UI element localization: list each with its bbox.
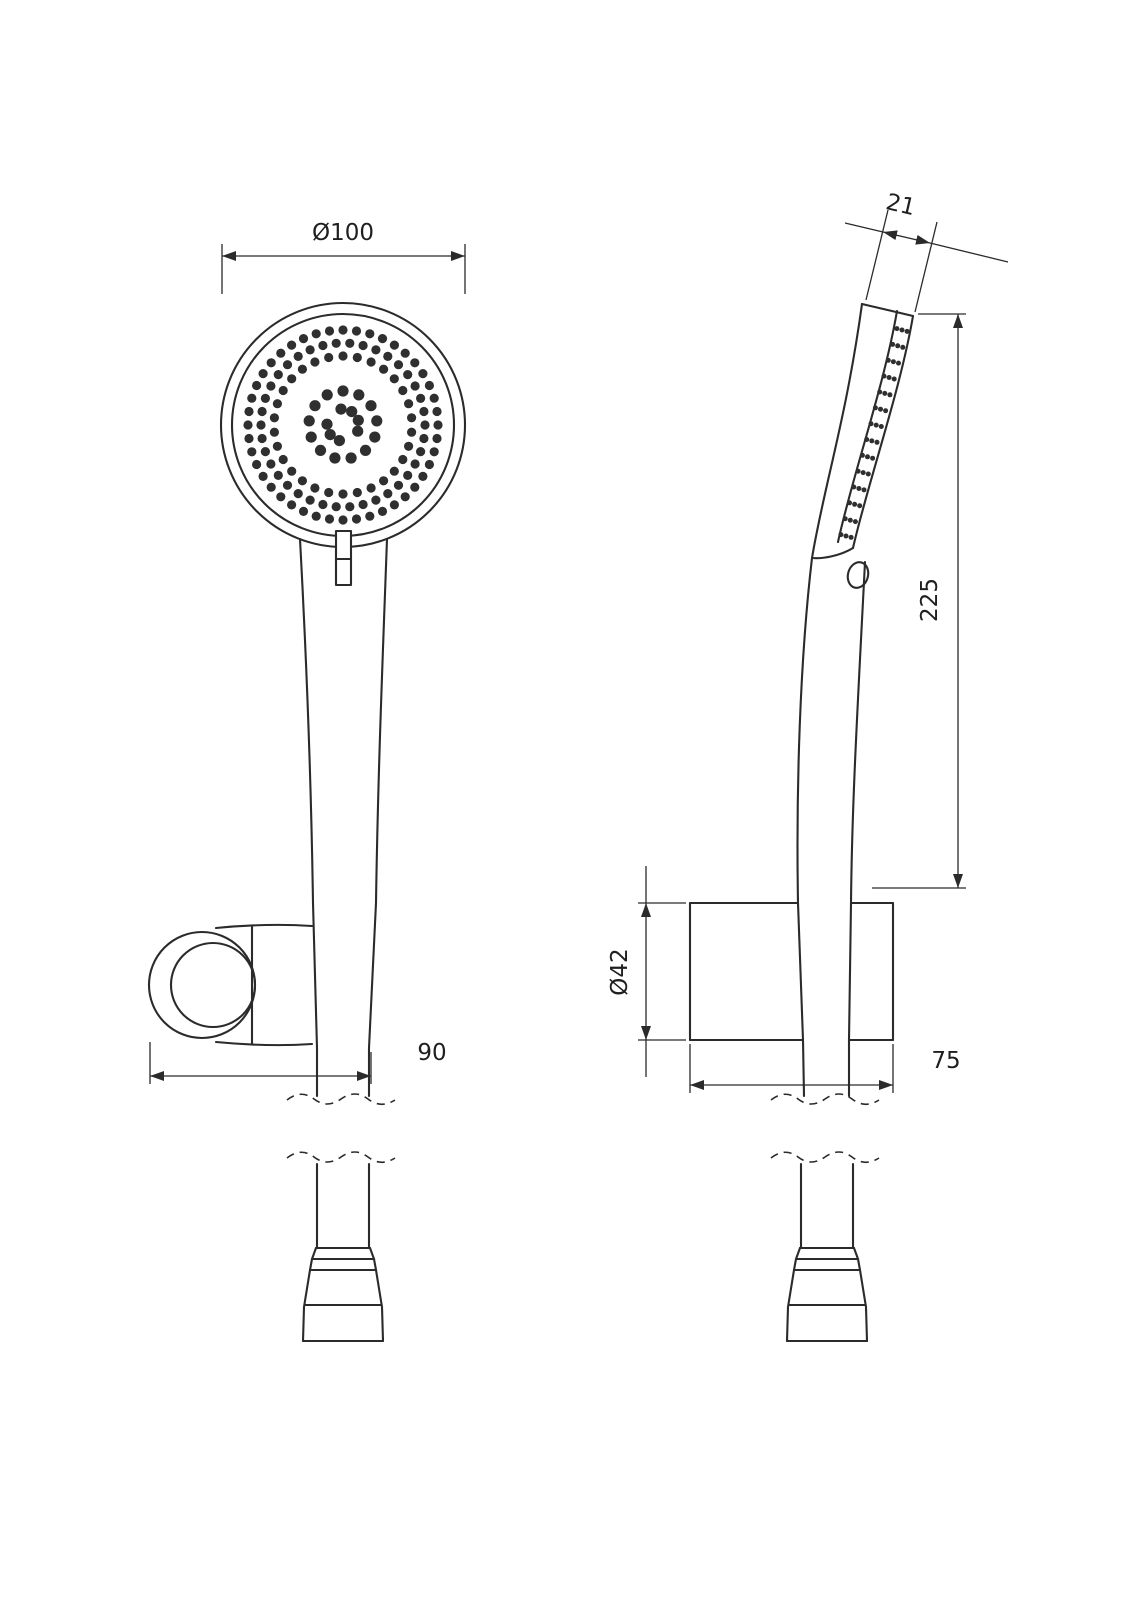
extension-line [865,209,889,301]
bracket-knob-inner [169,941,257,1029]
nozzle-dots-outer [243,325,443,525]
hose-break-line [770,1093,880,1106]
dim-label-head-diameter: Ø100 [312,220,374,246]
hang-loop [846,561,870,589]
bracket-top-edge [214,923,314,930]
nozzle-dots-inner [303,385,383,464]
bracket-knob-outer [147,930,257,1040]
dim-label-head-height: 225 [917,578,943,622]
extension-line [914,221,938,313]
diverter-button [334,529,353,587]
bracket-bottom-edge [214,1040,314,1047]
dimension-line [882,230,931,245]
hose-connector-front [301,1246,385,1343]
side-view: 21 225 Ø42 [607,189,1009,1343]
face-outer-edge [851,314,915,550]
handle-left-edge [298,537,319,1098]
wall-holder-side [688,901,895,1042]
head-top-edge [860,302,915,318]
dim-label-head-thickness: 21 [883,189,917,221]
connector-left-side [785,1246,802,1343]
handle-right-edge [367,537,389,1098]
wall-bracket-front [147,923,314,1047]
head-bottom-edge [810,546,855,560]
dim-holder-offset-side: 75 [689,1044,961,1093]
dim-bracket-offset-front: 90 [149,1040,447,1084]
face-inner-edge [836,309,899,544]
hose-break-line [770,1151,880,1164]
dimension-line-overshoot [844,222,884,233]
connector-left-side [301,1246,318,1343]
hose-connector-side [785,1246,869,1343]
head-back-edge [796,302,864,1098]
dim-label-bracket-offset-front: 90 [417,1040,446,1066]
hose-break-line [286,1151,396,1164]
dim-head-diameter: Ø100 [221,220,466,294]
dim-label-holder-diameter: Ø42 [607,948,633,995]
dim-label-holder-offset-side: 75 [931,1048,960,1074]
connector-right-side [368,1246,385,1343]
front-view: Ø100 [147,220,467,1343]
face-dots-side [838,326,910,540]
dim-holder-diameter: Ø42 [607,866,686,1077]
dimension-line-overshoot [929,242,1009,263]
dim-head-thickness: 21 [844,189,1009,313]
dim-head-height: 225 [872,313,966,889]
connector-right-side [852,1246,869,1343]
hose-break-line [286,1093,396,1106]
handle-front-edge-side [847,560,867,1098]
